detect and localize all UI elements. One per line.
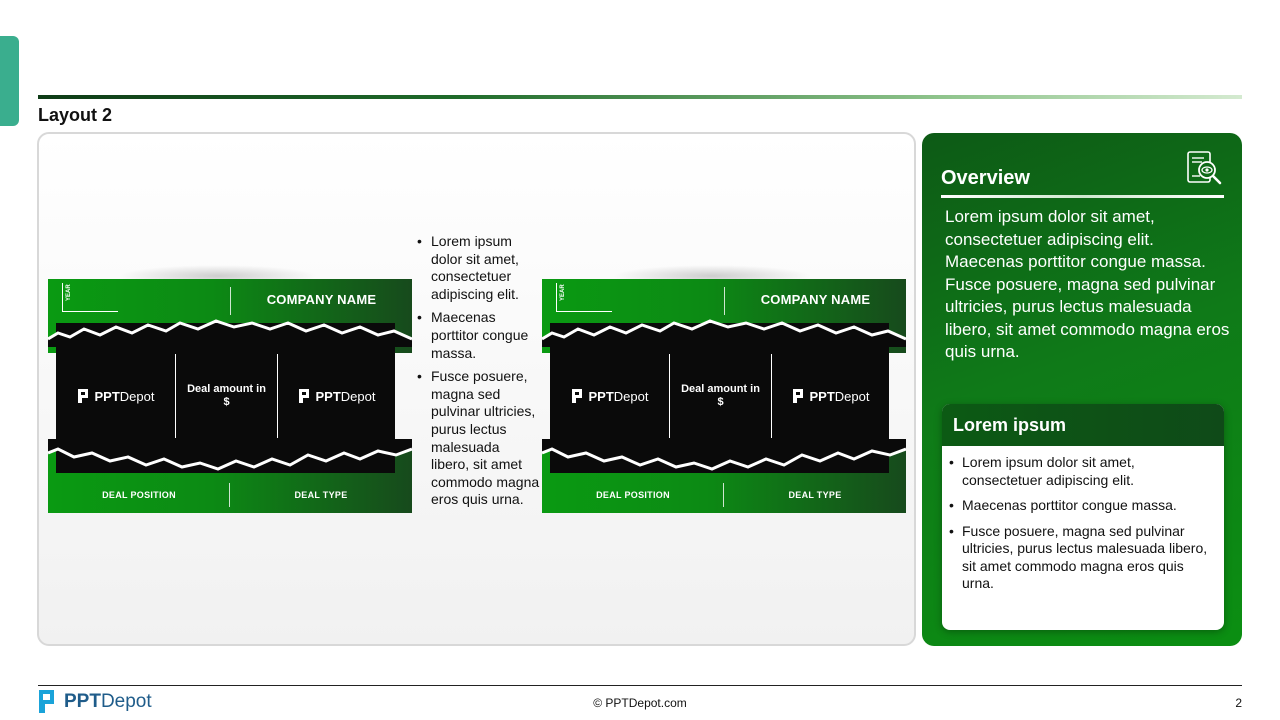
lorem-ipsum-box: Lorem ipsum Lorem ipsum dolor sit amet, … bbox=[942, 404, 1224, 630]
page-number: 2 bbox=[1235, 696, 1242, 710]
deal-type-label: DEAL TYPE bbox=[294, 490, 348, 500]
title-rule bbox=[38, 95, 1242, 99]
side-accent-tab bbox=[0, 36, 19, 126]
torn-edge-bottom bbox=[542, 439, 906, 471]
pptdepot-mark-icon bbox=[77, 389, 88, 403]
middle-bullet-list: Lorem ipsum dolor sit amet, consectetuer… bbox=[417, 233, 541, 515]
list-item: Fusce posuere, magna sed pulvinar ultric… bbox=[417, 368, 541, 509]
lorem-ipsum-list: Lorem ipsum dolor sit amet, consectetuer… bbox=[942, 446, 1224, 593]
deal-position-label: DEAL POSITION bbox=[102, 490, 176, 500]
slide-title: Layout 2 bbox=[38, 105, 113, 125]
year-label: YEAR bbox=[560, 284, 566, 301]
overview-body: Lorem ipsum dolor sit amet, consectetuer… bbox=[945, 207, 1230, 361]
pptdepot-mark-icon bbox=[39, 690, 54, 713]
company-name: COMPANY NAME bbox=[266, 292, 377, 307]
deal-position-label: DEAL POSITION bbox=[596, 490, 670, 500]
deal-amount: Deal amount in $ bbox=[681, 383, 760, 408]
overview-title: Overview bbox=[941, 167, 1030, 189]
lorem-ipsum-header: Lorem ipsum bbox=[942, 404, 1224, 446]
deal-type-label: DEAL TYPE bbox=[788, 490, 842, 500]
document-search-icon bbox=[1187, 151, 1222, 185]
lorem-ipsum-title: Lorem ipsum bbox=[953, 415, 1067, 435]
torn-edge-top bbox=[542, 319, 906, 347]
deal-amount-cell: Deal amount in $ bbox=[670, 354, 771, 438]
deal-amount: Deal amount in $ bbox=[187, 383, 266, 408]
pptdepot-mark-icon bbox=[571, 389, 582, 403]
list-item: Lorem ipsum dolor sit amet, consectetuer… bbox=[949, 454, 1212, 489]
pptdepot-mark-icon bbox=[298, 389, 309, 403]
list-item: Maecenas porttitor congue massa. bbox=[949, 497, 1212, 515]
list-item: Fusce posuere, magna sed pulvinar ultric… bbox=[949, 523, 1212, 593]
list-item: Maecenas porttitor congue massa. bbox=[417, 309, 541, 362]
torn-edge-bottom bbox=[48, 439, 412, 471]
footer-rule bbox=[38, 685, 1242, 686]
company-name: COMPANY NAME bbox=[760, 292, 871, 307]
deal-amount-cell: Deal amount in $ bbox=[176, 354, 277, 438]
pptdepot-mark-icon bbox=[792, 389, 803, 403]
copyright-text: © PPTDepot.com bbox=[593, 696, 687, 710]
overview-panel: Overview Lorem ipsum dolor sit amet, con… bbox=[922, 133, 1242, 646]
overview-rule bbox=[941, 195, 1224, 198]
list-item: Lorem ipsum dolor sit amet, consectetuer… bbox=[417, 233, 541, 303]
year-label: YEAR bbox=[66, 284, 72, 301]
torn-edge-top bbox=[48, 319, 412, 347]
